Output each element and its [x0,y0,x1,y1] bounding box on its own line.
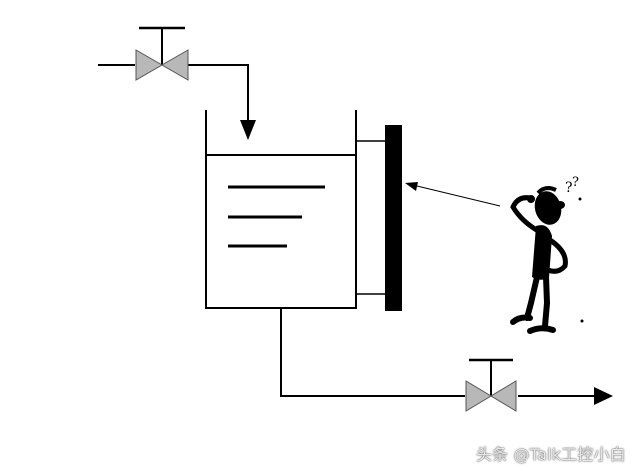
inlet-valve-icon[interactable] [135,26,189,81]
question-mark-1: ? [565,180,573,196]
outlet-valve-icon[interactable] [465,358,517,412]
inlet-pipe [98,64,256,140]
inlet-flow-arrow [240,120,256,140]
gauge-bar [385,125,402,311]
question-mark-2: ? [572,175,579,190]
outlet-flow-arrow [594,387,613,405]
level-gauge [356,125,402,311]
outlet-pipe [280,308,613,405]
thinking-person-icon [510,186,584,334]
watermark: 头条 @Talk工控小白 [475,445,626,464]
sight-line [405,182,501,207]
tank [205,110,357,309]
